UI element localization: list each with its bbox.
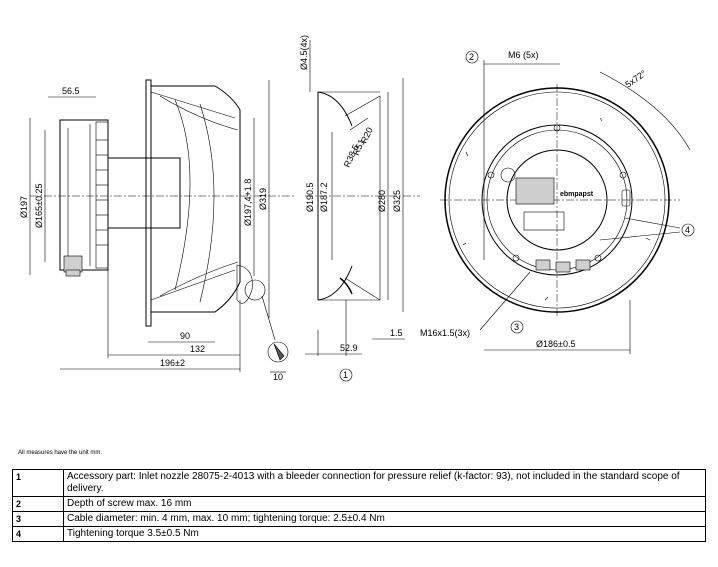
dim-325: Ø325 (392, 190, 402, 212)
dim-280: Ø280 (377, 190, 387, 212)
dim-angle: 5x72° (623, 68, 648, 90)
note-number: 2 (12, 496, 64, 512)
dim-m16: M16x1.5(3x) (420, 328, 470, 338)
dim-m6: M6 (5x) (508, 50, 539, 60)
note-text: Depth of screw max. 16 mm (63, 496, 706, 512)
dim-165: Ø165±0.25 (34, 184, 44, 228)
impeller (150, 85, 241, 313)
dim-186: Ø186±0.5 (536, 339, 575, 349)
brand-label: ebmpapst (560, 191, 594, 198)
detail-view (267, 341, 289, 363)
note-text: Tightening torque 3.5±0.5 Nm (63, 526, 706, 542)
callout-3: 3 (514, 322, 519, 332)
callout-2: 2 (469, 52, 474, 62)
dim-190-5: Ø190.5 (305, 182, 315, 212)
note-text: Cable diameter: min. 4 mm, max. 10 mm; t… (63, 511, 706, 527)
side-view: 56.5 Ø197 Ø165±0.25 Ø197,4+1.8 Ø319 90 1… (19, 79, 295, 382)
callout-4: 4 (685, 225, 690, 235)
front-view: ebmpapst M6 (5x) 2 5x72° 4 Ø186±0.5 M16x… (420, 50, 695, 354)
dim-90: 90 (180, 331, 190, 341)
note-text: Accessory part: Inlet nozzle 28075-2-401… (63, 469, 706, 497)
note-number: 1 (12, 469, 64, 497)
dim-52-9: 52.9 (340, 343, 358, 353)
note-number: 3 (12, 511, 64, 527)
hub (107, 157, 181, 229)
dim-187-2: Ø187.2 (319, 182, 329, 212)
dim-197: Ø197 (19, 196, 29, 218)
motor-housing (59, 119, 109, 271)
dim-319: Ø319 (258, 188, 268, 210)
callout-1: 1 (343, 370, 348, 380)
dim-56-5: 56.5 (62, 86, 80, 96)
dim-132: 132 (190, 344, 205, 354)
note-number: 4 (12, 526, 64, 542)
dim-10: 10 (273, 372, 283, 382)
dim-4-5: Ø4.5(4x) (299, 35, 309, 70)
technical-drawing: 56.5 Ø197 Ø165±0.25 Ø197,4+1.8 Ø319 90 1… (19, 35, 695, 382)
nozzle-section: Ø4.5(4x) Ø190.5 Ø187.2 Ø280 Ø325 R20 R51… (299, 35, 420, 382)
units-note: All measures have the unit mm. (18, 450, 103, 456)
dim-1-5: 1.5 (390, 328, 403, 338)
dim-197-4: Ø197,4+1.8 (243, 179, 253, 226)
dim-196: 196±2 (160, 358, 185, 368)
cable-gland (63, 255, 83, 273)
